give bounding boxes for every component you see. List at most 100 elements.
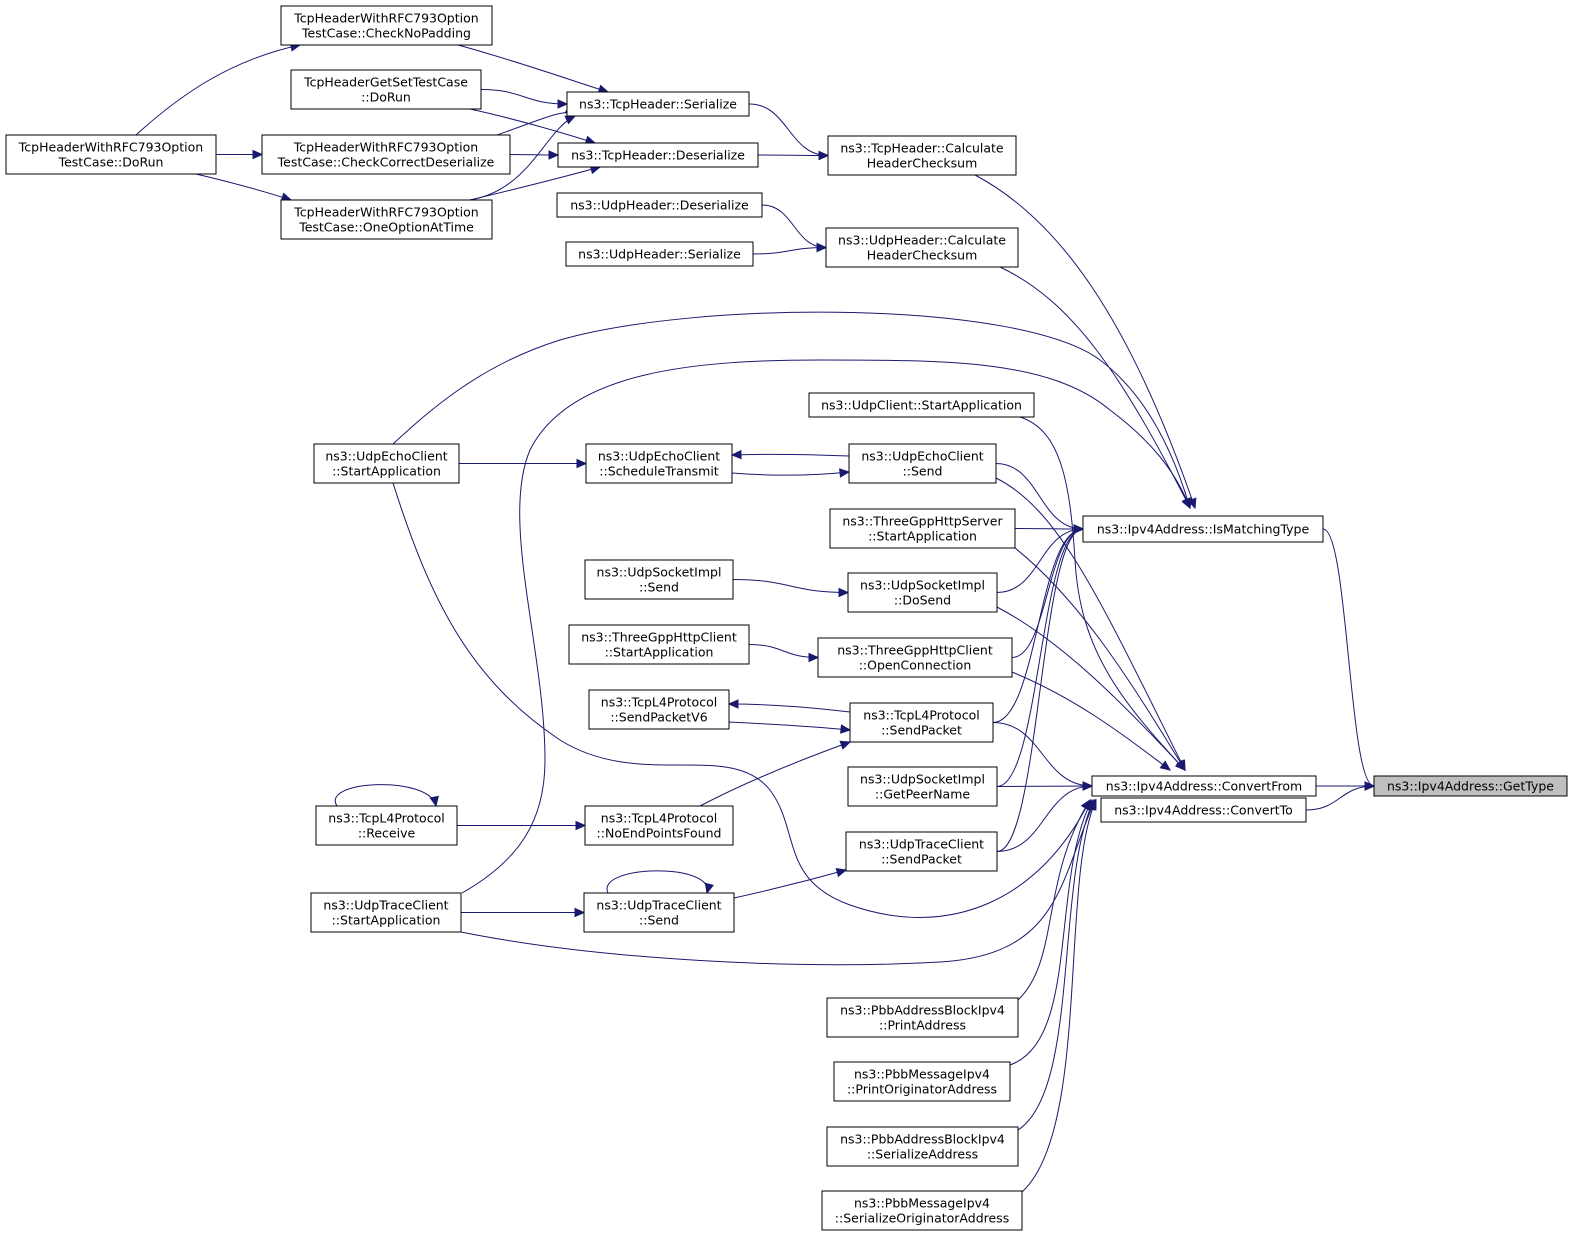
node-label: ns3::PbbAddressBlockIpv4 (840, 1132, 1005, 1147)
node-tcp-deser[interactable]: ns3::TcpHeader::Deserialize (557, 142, 759, 168)
node-box (827, 135, 1017, 176)
arrowhead-icon (840, 724, 852, 734)
arrowhead-icon (839, 468, 851, 478)
node-pbb-print[interactable]: ns3::PbbAddressBlockIpv4::PrintAddress (826, 997, 1019, 1038)
arrowhead-icon (816, 242, 828, 253)
node-label: HeaderChecksum (867, 156, 978, 171)
node-tc-correct[interactable]: TcpHeaderWithRFC793OptionTestCase::Check… (261, 134, 511, 175)
node-label: ns3::ThreeGppHttpClient (581, 630, 737, 645)
node-tcpl4-send[interactable]: ns3::TcpL4Protocol::SendPacket (849, 702, 994, 743)
edge-line (992, 722, 1093, 787)
edge-line (733, 869, 847, 899)
edge-line (732, 579, 849, 593)
edge-line (457, 44, 609, 93)
edge-line (761, 204, 827, 248)
edge-line (1011, 671, 1171, 771)
node-label: ns3::ThreeGppHttpServer (842, 514, 1003, 529)
node-trace-start[interactable]: ns3::UdpTraceClient::StartApplication (310, 892, 462, 933)
node-http-open[interactable]: ns3::ThreeGppHttpClient::OpenConnection (817, 637, 1013, 678)
edge-udp-ser-to-udp-calc (752, 242, 828, 255)
edge-tcp-deser-to-tcp-calc (757, 150, 830, 161)
edge-tc-correct-to-tcp-ser (496, 105, 577, 136)
node-label: ::SerializeAddress (867, 1147, 978, 1162)
node-box (825, 227, 1019, 268)
node-sock-send[interactable]: ns3::UdpSocketImpl::Send (584, 559, 734, 600)
edge-line (728, 703, 851, 713)
edge-trace-sendpkt-to-ismatching (996, 524, 1085, 852)
arrowhead-icon (574, 907, 586, 918)
edge-line (469, 115, 576, 201)
node-label: ns3::UdpTraceClient (323, 898, 448, 913)
node-box (290, 69, 482, 110)
node-label: ns3::Ipv4Address::GetType (1387, 779, 1554, 794)
edge-line (748, 644, 819, 658)
node-convertfrom[interactable]: ns3::Ipv4Address::ConvertFrom (1091, 775, 1317, 797)
node-udp-ser[interactable]: ns3::UdpHeader::Serialize (565, 241, 754, 267)
edge-udpclient-start-to-convertfrom (1019, 416, 1186, 771)
node-sock-peer[interactable]: ns3::UdpSocketImpl::GetPeerName (847, 766, 998, 807)
node-tcp-ser[interactable]: ns3::TcpHeader::Serialize (566, 91, 750, 117)
node-ismatching[interactable]: ns3::Ipv4Address::IsMatchingType (1082, 515, 1324, 543)
node-trace-sendpkt[interactable]: ns3::UdpTraceClient::SendPacket (845, 831, 998, 872)
node-echo-start[interactable]: ns3::UdpEchoClient::StartApplication (313, 443, 460, 484)
edge-line (995, 463, 1084, 530)
edge-echo-sched-to-echo-send (730, 449, 850, 460)
edge-tc-correct-to-tcp-deser (509, 150, 560, 160)
arrowhead-icon (1159, 760, 1171, 771)
node-tcpl4-recv[interactable]: ns3::TcpL4Protocol::Receive (315, 805, 458, 846)
node-echo-sched[interactable]: ns3::UdpEchoClient::ScheduleTransmit (585, 443, 733, 484)
arrowhead-icon (575, 820, 587, 831)
node-label: ::GetPeerName (875, 787, 971, 802)
edge-line (480, 89, 568, 105)
node-label: ::StartApplication (868, 529, 977, 544)
node-box (568, 624, 750, 665)
node-tc-getset[interactable]: TcpHeaderGetSetTestCase::DoRun (290, 69, 482, 110)
node-udpclient-start[interactable]: ns3::UdpClient::StartApplication (808, 392, 1035, 418)
node-label: ns3::TcpL4Protocol (601, 695, 717, 710)
node-pbb-ser[interactable]: ns3::PbbAddressBlockIpv4::SerializeAddre… (826, 1126, 1019, 1167)
node-tc-nopad[interactable]: TcpHeaderWithRFC793OptionTestCase::Check… (280, 5, 493, 46)
edge-line (195, 173, 292, 201)
node-trace-send[interactable]: ns3::UdpTraceClient::Send (583, 892, 735, 933)
edge-tcp-calc-to-ismatching (974, 174, 1197, 510)
node-label: TestCase::DoRun (58, 155, 164, 170)
node-box (845, 831, 998, 872)
edge-line (995, 477, 1186, 771)
node-pbbmsg-ser[interactable]: ns3::PbbMessageIpv4::SerializeOriginator… (821, 1190, 1023, 1231)
node-label: HeaderChecksum (867, 248, 978, 263)
node-box (310, 892, 462, 933)
node-pbbmsg-print[interactable]: ns3::PbbMessageIpv4::PrintOriginatorAddr… (833, 1061, 1011, 1102)
edge-line (1019, 416, 1186, 771)
edge-tc-dorun-to-tc-nopad (135, 42, 302, 136)
node-convertto[interactable]: ns3::Ipv4Address::ConvertTo (1100, 797, 1307, 823)
node-tcpl4-send6[interactable]: ns3::TcpL4Protocol::SendPacketV6 (588, 689, 730, 730)
node-echo-send[interactable]: ns3::UdpEchoClient::Send (848, 443, 997, 484)
edge-udp-deser-to-udp-calc (761, 204, 828, 253)
node-label: ::Send (639, 580, 679, 595)
node-tc-oneopt[interactable]: TcpHeaderWithRFC793OptionTestCase::OneOp… (280, 199, 493, 240)
arrowhead-icon (839, 740, 852, 750)
arrowhead-icon (252, 149, 264, 160)
edge-line (461, 359, 1191, 894)
edge-line (1017, 799, 1091, 1001)
node-http-client[interactable]: ns3::ThreeGppHttpClient::StartApplicatio… (568, 624, 750, 665)
node-gettype[interactable]: ns3::Ipv4Address::GetType (1373, 775, 1568, 797)
node-box (821, 1190, 1023, 1231)
node-udp-deser[interactable]: ns3::UdpHeader::Deserialize (556, 192, 763, 218)
node-label: ns3::UdpHeader::Serialize (578, 247, 741, 262)
arrowhead-icon (548, 150, 560, 160)
node-box (808, 392, 1035, 418)
node-http-server[interactable]: ns3::ThreeGppHttpServer::StartApplicatio… (829, 508, 1016, 549)
node-box (585, 443, 733, 484)
node-label: ::Send (903, 464, 943, 479)
node-sock-dosend[interactable]: ns3::UdpSocketImpl::DoSend (847, 572, 998, 613)
node-box (847, 766, 998, 807)
edge-line (1017, 799, 1095, 1131)
edge-line (606, 870, 708, 894)
edge-line (728, 721, 851, 731)
edge-echo-start-to-ismatching (392, 311, 1192, 510)
node-tcpl4-noend[interactable]: ns3::TcpL4Protocol::NoEndPointsFound (584, 805, 734, 846)
